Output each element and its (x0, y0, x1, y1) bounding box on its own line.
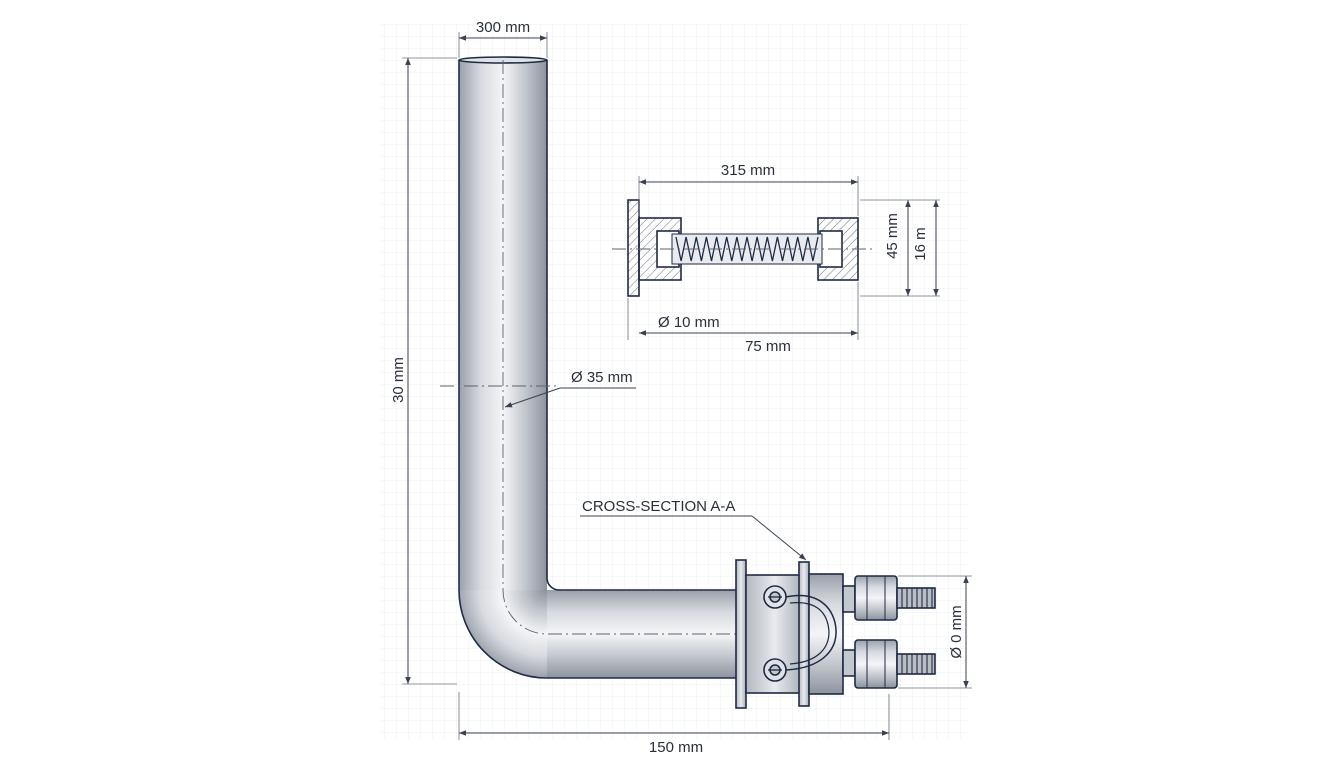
detail-spring-view (612, 199, 872, 297)
end-fitting (735, 559, 936, 709)
spring-coil (675, 236, 819, 262)
bolt-head-top (763, 585, 787, 609)
bottom-length-label: 150 mm (649, 739, 703, 756)
nut-top (842, 575, 936, 621)
left-height-label: 30 mm (390, 357, 407, 403)
dimension-lines (402, 32, 972, 740)
detail-height-b-label: 16 m (912, 227, 929, 260)
pipe-diameter-label: Ø 35 mm (571, 369, 633, 386)
bolt-head-bottom (763, 658, 787, 682)
fitting-diameter-label: Ø 0 mm (948, 605, 965, 658)
detail-height-a-label: 45 mm (884, 213, 901, 259)
top-width-label: 300 mm (476, 19, 530, 36)
detail-rod-diameter-label: Ø 10 mm (658, 314, 720, 331)
detail-length-label: 315 mm (721, 162, 775, 179)
l-shaped-pipe (440, 56, 760, 679)
cross-section-label: CROSS-SECTION A-A (582, 498, 735, 515)
nut-bottom (842, 639, 936, 689)
detail-bottom-length-label: 75 mm (745, 338, 791, 355)
